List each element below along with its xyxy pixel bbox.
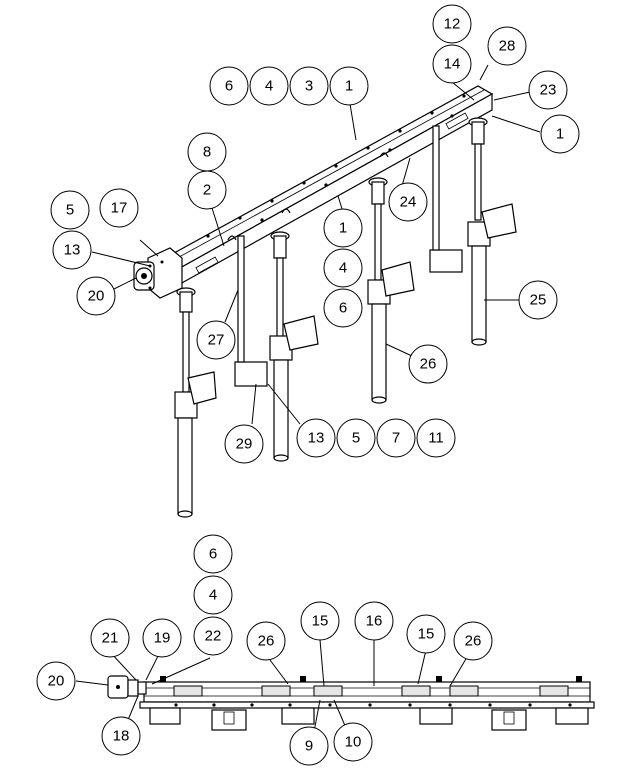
balloon-13-left: 13 xyxy=(52,230,92,270)
pipe-assembly-3 xyxy=(367,177,415,404)
svg-text:9: 9 xyxy=(305,738,313,755)
svg-text:4: 4 xyxy=(339,260,347,277)
balloon-4-top: 4 xyxy=(249,66,289,106)
front-balloon-16: 16 xyxy=(354,601,394,641)
svg-text:1: 1 xyxy=(339,220,347,237)
svg-text:1: 1 xyxy=(556,126,564,143)
front-balloon-10: 10 xyxy=(333,722,373,762)
balloon-17: 17 xyxy=(99,188,139,228)
front-balloon-26-right: 26 xyxy=(453,621,493,661)
balloon-1-mid: 1 xyxy=(323,208,363,248)
svg-text:26: 26 xyxy=(258,633,275,650)
svg-text:13: 13 xyxy=(308,430,325,447)
balloon-25: 25 xyxy=(518,280,558,320)
svg-text:5: 5 xyxy=(352,430,360,447)
front-balloon-20: 20 xyxy=(36,661,76,701)
svg-text:18: 18 xyxy=(113,728,130,745)
balloon-28: 28 xyxy=(487,26,527,66)
svg-text:10: 10 xyxy=(345,734,362,751)
svg-text:28: 28 xyxy=(499,38,516,55)
svg-text:7: 7 xyxy=(392,430,400,447)
svg-text:21: 21 xyxy=(102,630,119,647)
balloon-3-top: 3 xyxy=(289,66,329,106)
front-balloon-18: 18 xyxy=(101,716,141,756)
front-balloon-15-right: 15 xyxy=(406,614,446,654)
balloon-6-top: 6 xyxy=(209,66,249,106)
front-pump xyxy=(107,675,147,699)
svg-text:4: 4 xyxy=(209,587,217,604)
svg-text:16: 16 xyxy=(366,613,383,630)
front-balloon-19: 19 xyxy=(142,618,182,658)
svg-text:8: 8 xyxy=(203,144,211,161)
balloon-1-top: 1 xyxy=(329,66,369,106)
front-tube-segments xyxy=(173,685,569,697)
balloon-8: 8 xyxy=(187,132,227,172)
svg-text:5: 5 xyxy=(66,202,74,219)
svg-text:29: 29 xyxy=(236,436,253,453)
svg-text:6: 6 xyxy=(209,546,217,563)
balloon-1-right: 1 xyxy=(540,114,580,154)
svg-text:4: 4 xyxy=(265,78,273,95)
svg-text:27: 27 xyxy=(208,332,225,349)
pipe-assembly-2 xyxy=(234,231,319,462)
isometric-view xyxy=(91,64,541,518)
front-balloon-21: 21 xyxy=(90,618,130,658)
svg-text:20: 20 xyxy=(48,673,65,690)
pipe-assembly-4 xyxy=(429,117,517,346)
balloon-7: 7 xyxy=(376,418,416,458)
svg-text:26: 26 xyxy=(465,633,482,650)
balloon-13-bottom: 13 xyxy=(296,418,336,458)
svg-text:20: 20 xyxy=(88,288,105,305)
balloon-20-iso: 20 xyxy=(76,276,116,316)
svg-text:15: 15 xyxy=(312,613,329,630)
balloon-4-mid: 4 xyxy=(323,248,363,288)
pipe-assembly-1 xyxy=(174,287,217,518)
svg-text:13: 13 xyxy=(64,242,81,259)
balloon-14: 14 xyxy=(432,44,472,84)
svg-text:15: 15 xyxy=(418,626,435,643)
svg-text:12: 12 xyxy=(444,16,461,33)
svg-text:19: 19 xyxy=(154,630,171,647)
svg-text:6: 6 xyxy=(225,78,233,95)
balloon-6-mid: 6 xyxy=(323,288,363,328)
svg-text:22: 22 xyxy=(205,628,222,645)
svg-text:24: 24 xyxy=(400,194,417,211)
pump-motor xyxy=(133,247,183,299)
balloon-2: 2 xyxy=(187,170,227,210)
front-brackets xyxy=(149,707,589,731)
balloon-24: 24 xyxy=(388,182,428,222)
balloon-5-left: 5 xyxy=(50,190,90,230)
svg-text:3: 3 xyxy=(305,78,313,95)
svg-text:11: 11 xyxy=(428,430,444,447)
svg-text:6: 6 xyxy=(339,300,347,317)
front-balloon-15-left: 15 xyxy=(300,601,340,641)
svg-text:17: 17 xyxy=(111,200,128,217)
front-balloon-22: 22 xyxy=(193,616,233,656)
front-balloon-4: 4 xyxy=(193,575,233,615)
balloon-11: 11 xyxy=(416,418,456,458)
svg-text:14: 14 xyxy=(444,56,461,73)
balloon-26-iso: 26 xyxy=(408,344,448,384)
front-balloon-6: 6 xyxy=(193,534,233,574)
front-balloon-26-left: 26 xyxy=(246,621,286,661)
balloon-5-bottom: 5 xyxy=(336,418,376,458)
balloon-29: 29 xyxy=(224,424,264,464)
svg-text:1: 1 xyxy=(345,78,353,95)
balloon-27: 27 xyxy=(196,320,236,360)
front-view xyxy=(75,639,595,733)
svg-text:2: 2 xyxy=(203,182,211,199)
balloon-12: 12 xyxy=(432,4,472,44)
front-balloon-9: 9 xyxy=(289,726,329,766)
balloon-23: 23 xyxy=(528,70,568,110)
svg-text:25: 25 xyxy=(530,292,547,309)
svg-text:23: 23 xyxy=(540,82,557,99)
svg-text:26: 26 xyxy=(420,356,437,373)
